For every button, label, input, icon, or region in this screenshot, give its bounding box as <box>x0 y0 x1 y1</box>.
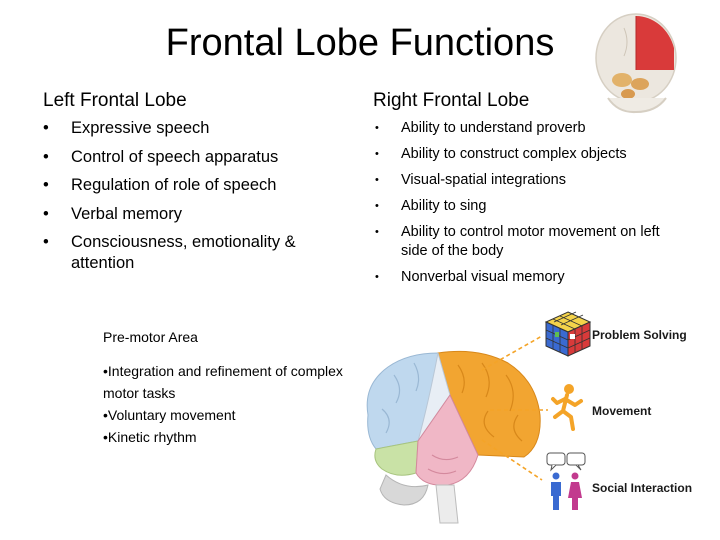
list-item: •Expressive speech <box>43 119 210 137</box>
premotor-heading: Pre-motor Area <box>103 329 198 345</box>
bullet: • <box>43 176 49 194</box>
list-item: •Ability to construct complex objects <box>375 146 627 162</box>
list-item: •Verbal memory <box>43 204 182 223</box>
left-frontal-lobe-heading: Left Frontal Lobe <box>43 90 187 111</box>
social-interaction-label: Social Interaction <box>592 481 693 495</box>
list-item: •Nonverbal visual memory <box>375 269 565 285</box>
bullet: • <box>375 174 379 186</box>
bullet: • <box>375 271 379 283</box>
connector-lines <box>481 335 548 481</box>
list-item: •Ability to understand proverb <box>375 120 586 136</box>
bullet: • <box>375 122 379 134</box>
running-person-icon <box>551 384 583 431</box>
skull-brain-icon <box>595 13 677 114</box>
bullet: • <box>43 204 49 223</box>
right-frontal-lobe-list: •Ability to understand proverb •Ability … <box>372 119 672 294</box>
list-item: •Consciousness, emotionality & attention <box>43 233 296 272</box>
list-item: •Integration and refinement of complex m… <box>103 363 343 401</box>
problem-solving-label: Problem Solving <box>592 328 687 342</box>
right-frontal-lobe-heading: Right Frontal Lobe <box>373 90 530 111</box>
rubiks-cube-icon <box>544 311 592 357</box>
list-item: •Ability to sing <box>375 198 487 214</box>
list-item: •Ability to control motor movement on le… <box>375 224 660 259</box>
bullet: • <box>43 119 49 137</box>
list-item: •Kinetic rhythm <box>103 429 197 445</box>
premotor-items: •Integration and refinement of complex m… <box>103 360 343 448</box>
list-item: •Visual-spatial integrations <box>375 172 566 188</box>
bullet: • <box>375 148 379 160</box>
speech-bubbles-icon <box>546 452 586 472</box>
list-item: •Regulation of role of speech <box>43 176 277 194</box>
premotor-area-section: Pre-motor Area •Integration and refineme… <box>103 326 343 448</box>
brain-illustration <box>366 350 541 524</box>
bullet: • <box>43 233 49 251</box>
bullet: • <box>375 200 379 212</box>
movement-label: Movement <box>592 404 652 418</box>
left-frontal-lobe-list: •Expressive speech •Control of speech ap… <box>43 118 333 282</box>
list-item: •Voluntary movement <box>103 407 236 423</box>
people-icon <box>551 472 582 510</box>
list-item: •Control of speech apparatus <box>43 147 279 166</box>
bullet: • <box>375 226 379 238</box>
slide-title: Frontal Lobe Functions <box>165 22 555 64</box>
bullet: • <box>43 147 49 166</box>
